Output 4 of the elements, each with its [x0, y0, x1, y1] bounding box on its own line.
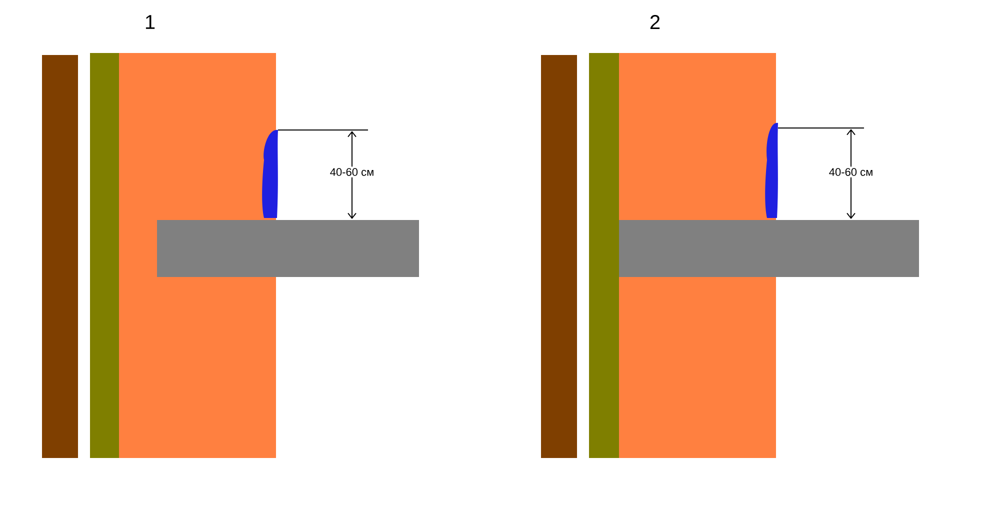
dimension-label: 40-60 см: [328, 166, 376, 178]
dimension-label: 40-60 см: [827, 166, 875, 178]
panel-number: 1: [146, 15, 155, 29]
panel-number: 2: [650, 15, 660, 29]
